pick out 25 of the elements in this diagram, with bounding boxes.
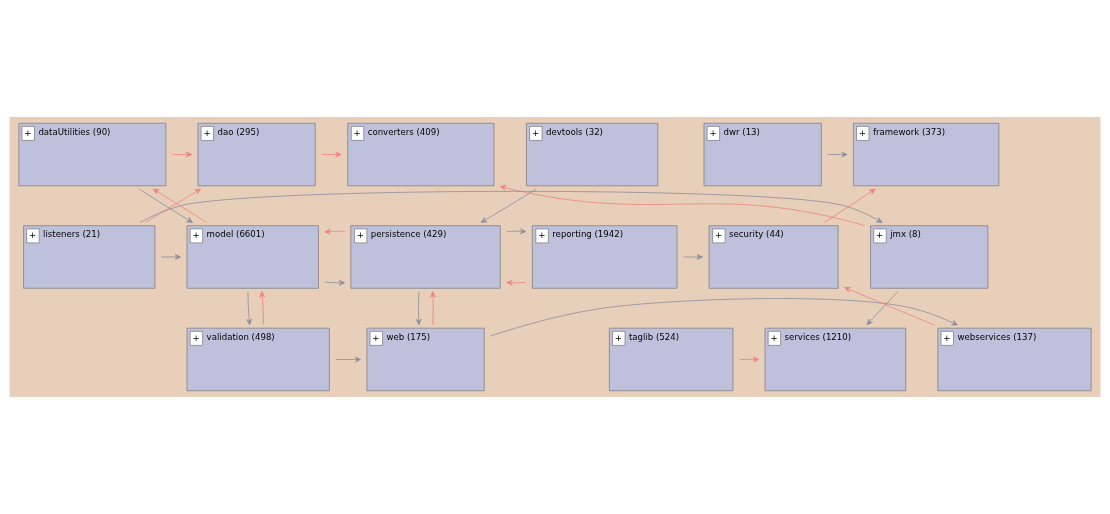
arrow bbox=[506, 279, 527, 286]
arrow bbox=[824, 188, 876, 223]
arrow bbox=[490, 298, 958, 337]
arrow bbox=[246, 291, 252, 326]
arrow bbox=[827, 151, 848, 158]
arrow bbox=[321, 151, 342, 158]
arrow bbox=[866, 291, 899, 326]
arrow bbox=[171, 151, 193, 158]
arrow bbox=[139, 190, 883, 223]
arrow bbox=[683, 254, 703, 260]
arrow bbox=[415, 291, 422, 326]
arrow bbox=[161, 254, 182, 260]
arrow bbox=[480, 188, 537, 223]
arrow bbox=[739, 356, 759, 363]
arrow bbox=[430, 291, 436, 326]
arrow bbox=[259, 291, 266, 326]
arrow bbox=[499, 185, 865, 226]
arrow bbox=[506, 228, 527, 235]
arrow bbox=[844, 286, 935, 326]
arrow bbox=[152, 188, 207, 223]
arrow bbox=[324, 228, 345, 235]
arrow bbox=[335, 356, 361, 363]
arrow bbox=[324, 279, 345, 286]
arrow bbox=[138, 188, 193, 223]
arrow bbox=[144, 188, 202, 223]
